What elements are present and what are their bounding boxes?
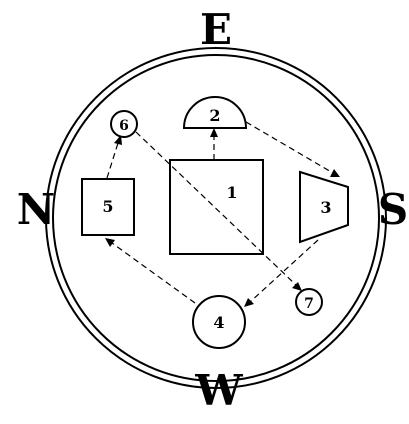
- node-6-label: 6: [119, 118, 129, 134]
- node-4-circle: [192, 295, 246, 349]
- node-5-label: 5: [102, 197, 113, 216]
- arrowhead-5: [105, 238, 115, 247]
- compass-south-label: S: [378, 185, 408, 234]
- node-1-square: [169, 159, 264, 255]
- arrowhead-4: [244, 298, 254, 307]
- node-7-circle: [295, 288, 323, 316]
- arrowhead-7: [292, 282, 302, 291]
- node-4-label: 4: [213, 313, 224, 332]
- edge-6-to-7: [135, 131, 297, 286]
- edge-4-to-5: [111, 242, 196, 304]
- edge-3-to-4: [249, 239, 319, 303]
- arrowhead-3: [330, 169, 340, 177]
- node-7-label: 7: [304, 296, 314, 312]
- arrowhead-2: [210, 128, 218, 137]
- compass-west-label: W: [194, 366, 243, 415]
- compass-north-label: N: [17, 185, 55, 234]
- edge-2-to-3: [245, 121, 334, 174]
- node-1-label: 1: [226, 183, 237, 202]
- inner-ring: [52, 54, 380, 382]
- node-6-circle: [110, 110, 138, 138]
- compass-east-label: E: [200, 5, 232, 54]
- outer-ring: [45, 47, 387, 389]
- node-3-label: 3: [320, 198, 331, 217]
- node-3-trapezoid: [299, 170, 349, 244]
- arrowhead-6: [114, 135, 122, 145]
- node-2-label: 2: [209, 106, 220, 125]
- node-5-rectangle: [81, 178, 135, 236]
- node-2-semicircle: [182, 96, 248, 129]
- edge-5-to-6: [106, 142, 119, 179]
